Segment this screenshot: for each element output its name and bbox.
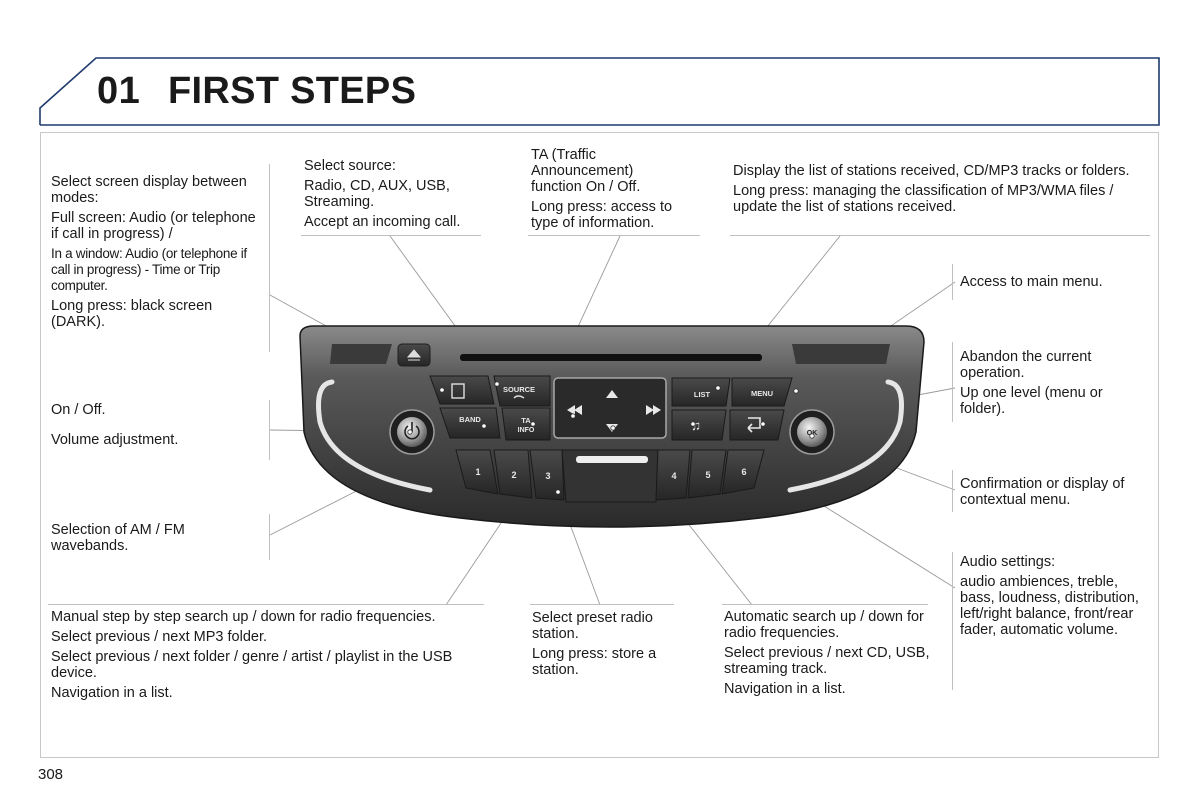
callout-source: Select source: Radio, CD, AUX, USB, Stre… bbox=[304, 158, 461, 230]
chapter-number: 01 bbox=[97, 70, 141, 112]
preset-button-4[interactable] bbox=[655, 449, 691, 501]
preset-label: 3 bbox=[545, 471, 550, 481]
seek-back-icon[interactable] bbox=[567, 405, 582, 415]
divider bbox=[269, 164, 270, 352]
callout-ta: TA (Traffic Announcement) function On / … bbox=[531, 147, 673, 231]
back-arrow-icon bbox=[747, 417, 761, 433]
callout-volume: Volume adjustment. bbox=[51, 432, 179, 448]
callout-band: Selection of AM / FM wavebands. bbox=[51, 522, 185, 554]
preset-button-3[interactable] bbox=[529, 449, 565, 501]
divider bbox=[730, 235, 1150, 236]
preset-button-6[interactable] bbox=[721, 449, 765, 495]
divider bbox=[952, 342, 953, 422]
back-button[interactable] bbox=[729, 409, 785, 441]
eject-icon bbox=[406, 349, 422, 361]
ta-info-button[interactable] bbox=[501, 407, 551, 441]
header-frame bbox=[39, 57, 1160, 126]
cd-slot bbox=[460, 354, 762, 361]
content-frame bbox=[40, 132, 1159, 758]
preset-label: 2 bbox=[511, 470, 516, 480]
preset-label: 5 bbox=[705, 470, 710, 480]
list-button[interactable] bbox=[671, 377, 731, 407]
source-button[interactable] bbox=[493, 375, 551, 407]
divider bbox=[269, 400, 270, 460]
navigation-pad[interactable] bbox=[553, 377, 667, 439]
callout-preset: Select preset radio station. Long press:… bbox=[532, 610, 657, 678]
callout-audio: Audio settings: audio ambiences, treble,… bbox=[960, 554, 1139, 638]
screen-mode-button[interactable] bbox=[429, 375, 495, 405]
list-label: LIST bbox=[694, 390, 711, 399]
callout-menu: Access to main menu. bbox=[960, 274, 1103, 290]
menu-button[interactable] bbox=[731, 377, 793, 407]
phone-icon bbox=[513, 395, 525, 399]
menu-label: MENU bbox=[751, 389, 773, 398]
callout-onoff: On / Off. bbox=[51, 402, 106, 418]
divider bbox=[269, 514, 270, 560]
band-button[interactable] bbox=[439, 407, 501, 439]
divider bbox=[952, 264, 953, 300]
preset-label: 1 bbox=[475, 467, 480, 477]
callout-ok: Confirmation or display of contextual me… bbox=[960, 476, 1125, 508]
ta-label: TA bbox=[521, 416, 531, 425]
callout-auto-search: Automatic search up / down for radio fre… bbox=[724, 609, 930, 697]
page-title: FIRST STEPS bbox=[168, 70, 417, 112]
audio-settings-button[interactable] bbox=[671, 409, 727, 441]
preset-buttons: 1 2 3 4 5 6 bbox=[455, 449, 765, 503]
preset-button-5[interactable] bbox=[687, 449, 727, 499]
chrome-bar bbox=[576, 456, 648, 463]
divider bbox=[301, 235, 481, 236]
preset-label: 6 bbox=[741, 467, 746, 477]
music-note-icon: ♫ bbox=[691, 418, 701, 433]
band-label: BAND bbox=[459, 415, 481, 424]
info-label: INFO bbox=[518, 427, 535, 434]
page-number: 308 bbox=[38, 766, 64, 783]
preset-button-2[interactable] bbox=[493, 449, 533, 499]
divider bbox=[952, 552, 953, 690]
callout-back: Abandon the current operation. Up one le… bbox=[960, 349, 1103, 417]
divider bbox=[528, 235, 700, 236]
arrow-up-icon[interactable] bbox=[606, 390, 618, 398]
preset-label: 4 bbox=[671, 471, 676, 481]
divider bbox=[530, 604, 674, 605]
source-label: SOURCE bbox=[503, 385, 535, 394]
power-icon bbox=[404, 422, 420, 440]
divider bbox=[48, 604, 484, 605]
preset-button-1[interactable] bbox=[455, 449, 499, 495]
divider bbox=[722, 604, 928, 605]
callout-manual-search: Manual step by step search up / down for… bbox=[51, 609, 453, 701]
seek-forward-icon[interactable] bbox=[646, 405, 661, 415]
callout-screen-display: Select screen display between modes: Ful… bbox=[51, 174, 256, 330]
divider bbox=[952, 470, 953, 512]
screen-mode-icon bbox=[451, 383, 465, 399]
callout-list: Display the list of stations received, C… bbox=[733, 163, 1130, 215]
ok-button[interactable] bbox=[797, 417, 827, 447]
